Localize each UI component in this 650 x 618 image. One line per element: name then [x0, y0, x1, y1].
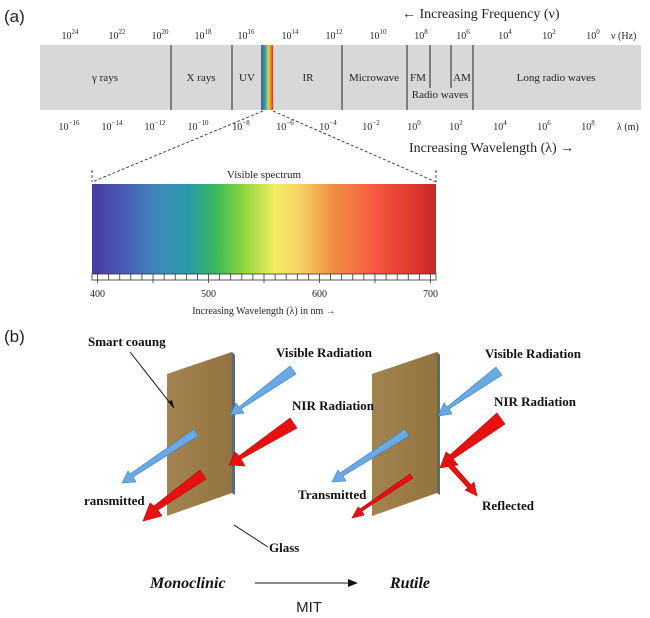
wavelength-tick-label: 10−16 [59, 119, 80, 133]
frequency-tick-labels: 1024 1022 1020 1018 1016 1014 1012 1010 108 106 10… [62, 28, 601, 42]
left-nir-transmitted-arrow [142, 469, 207, 522]
right-visible-radiation-label: Visible Radiation [485, 346, 582, 361]
panel-a-label: (a) [4, 7, 25, 26]
right-visible-transmitted-arrow [331, 428, 410, 483]
wavelength-tick-label: 10−14 [102, 119, 123, 133]
wavelength-tick-label: 102 [449, 119, 463, 133]
left-visible-incoming-arrow [229, 365, 297, 416]
right-nir-incoming-arrow [439, 412, 506, 469]
left-visible-transmitted-arrow [121, 428, 199, 484]
band-label: Microwave [349, 72, 399, 84]
band-label: AM [453, 72, 471, 84]
wavelength-tick-label: 10−8 [232, 119, 250, 133]
frequency-arrow-label: ← Increasing Frequency (ν) [402, 7, 560, 22]
wavelength-tick-label: 10−2 [362, 119, 380, 133]
wavelength-tick-label: 106 [537, 119, 551, 133]
mit-arrow-head [348, 579, 358, 587]
frequency-unit-label: ν (Hz) [611, 31, 636, 42]
glass-pointer [233, 524, 269, 548]
band-label: IR [303, 72, 315, 84]
rutile-label: Rutile [389, 575, 430, 592]
frequency-tick-label: 100 [586, 28, 600, 42]
band-labels: γ rays X rays UV IR Microwave FM AM Long radio … [91, 72, 595, 84]
wavelength-tick-label: 10−10 [188, 119, 209, 133]
frequency-tick-label: 1024 [62, 28, 80, 42]
band-dividers [170, 45, 474, 110]
band-label: UV [239, 72, 255, 84]
frequency-tick-label: 1022 [109, 28, 127, 42]
frequency-tick-label: 1014 [282, 28, 300, 42]
smart-coating-label: Smart coaung [88, 334, 166, 349]
visible-tick-label: 700 [423, 289, 438, 300]
mit-label: MIT [296, 599, 322, 616]
wavelength-tick-labels: 10−16 10−14 10−12 10−10 10−8 10−6 10−4 10−2 100 1… [59, 119, 596, 133]
right-nir-radiation-label: NIR Radiation [494, 394, 577, 409]
frequency-tick-label: 106 [456, 28, 470, 42]
visible-ruler-ticks [97, 274, 431, 283]
frequency-tick-label: 1018 [195, 28, 213, 42]
visible-axis-label: Increasing Wavelength (λ) in nm → [192, 306, 336, 317]
wavelength-tick-label: 108 [581, 119, 595, 133]
band-label: Long radio waves [517, 72, 596, 84]
left-visible-radiation-label: Visible Radiation [276, 345, 373, 360]
frequency-tick-label: 1020 [152, 28, 170, 42]
right-visible-incoming-arrow [437, 366, 503, 417]
frequency-tick-label: 1012 [326, 28, 344, 42]
band-label: γ rays [91, 72, 118, 84]
em-spectrum-band [40, 45, 641, 110]
glass-label: Glass [269, 540, 299, 555]
right-nir-transmitted-arrow [351, 473, 414, 519]
wavelength-unit-label: λ (m) [617, 122, 639, 133]
left-nir-radiation-label: NIR Radiation [292, 398, 375, 413]
frequency-tick-label: 104 [498, 28, 512, 42]
right-reflected-label: Reflected [482, 498, 535, 513]
wavelength-tick-label: 10−12 [145, 119, 166, 133]
wavelength-arrow-label: Increasing Wavelength (λ) → [409, 141, 574, 156]
visible-tick-label: 400 [90, 289, 105, 300]
visible-band-strip [261, 45, 273, 110]
right-nir-reflected-arrow [444, 459, 478, 497]
visible-spectrum-title: Visible spectrum [227, 169, 302, 181]
frequency-tick-label: 1010 [370, 28, 388, 42]
frequency-tick-label: 108 [414, 28, 428, 42]
wavelength-tick-label: 10−4 [319, 119, 337, 133]
wavelength-tick-label: 10−6 [276, 119, 294, 133]
zoom-lines [91, 110, 437, 183]
visible-tick-labels: 400 500 600 700 [90, 289, 438, 300]
right-transmitted-label: Transmitted [298, 487, 367, 502]
left-transmitted-label: ransmitted [84, 493, 145, 508]
smart-coating-pointer-head [168, 400, 174, 408]
radio-waves-label: Radio waves [412, 89, 469, 101]
wavelength-tick-label: 100 [407, 119, 421, 133]
panel-b-label: (b) [4, 327, 25, 346]
band-label: FM [410, 72, 426, 84]
visible-tick-label: 500 [201, 289, 216, 300]
visible-spectrum-bar [92, 184, 436, 274]
wavelength-tick-label: 104 [493, 119, 507, 133]
smart-coating-pointer [129, 351, 175, 409]
band-label: X rays [186, 72, 215, 84]
visible-tick-label: 600 [312, 289, 327, 300]
frequency-tick-label: 102 [542, 28, 556, 42]
frequency-tick-label: 1016 [238, 28, 256, 42]
left-nir-incoming-arrow [228, 417, 298, 467]
monoclinic-label: Monoclinic [149, 575, 226, 592]
